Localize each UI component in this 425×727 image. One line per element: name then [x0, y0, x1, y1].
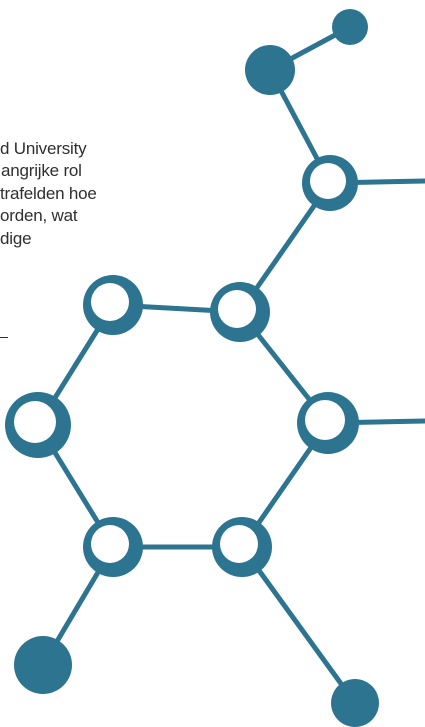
- text-line: trafelden hoe: [0, 183, 97, 203]
- text-line: dige: [0, 228, 32, 248]
- solid-atom: [245, 45, 295, 95]
- bond: [239, 544, 358, 706]
- text-line: d University: [0, 139, 87, 158]
- ring-atom: [297, 392, 359, 454]
- body-text: d University angrijke rol trafelden hoe …: [0, 138, 140, 250]
- solid-atom: [331, 679, 379, 727]
- text-line: orden, wat: [0, 206, 78, 226]
- text-line: angrijke rol: [1, 161, 82, 181]
- molecule-bonds: [35, 24, 425, 706]
- ring-atom: [302, 155, 358, 211]
- molecule-atoms: [5, 9, 379, 727]
- solid-atom: [332, 9, 368, 45]
- ring-atom: [83, 275, 143, 335]
- ring-atom: [210, 282, 270, 342]
- text-dash: [0, 337, 8, 338]
- solid-atom: [14, 636, 72, 694]
- ring-atom: [212, 517, 272, 577]
- ring-atom: [83, 517, 143, 577]
- ring-atom: [5, 392, 71, 458]
